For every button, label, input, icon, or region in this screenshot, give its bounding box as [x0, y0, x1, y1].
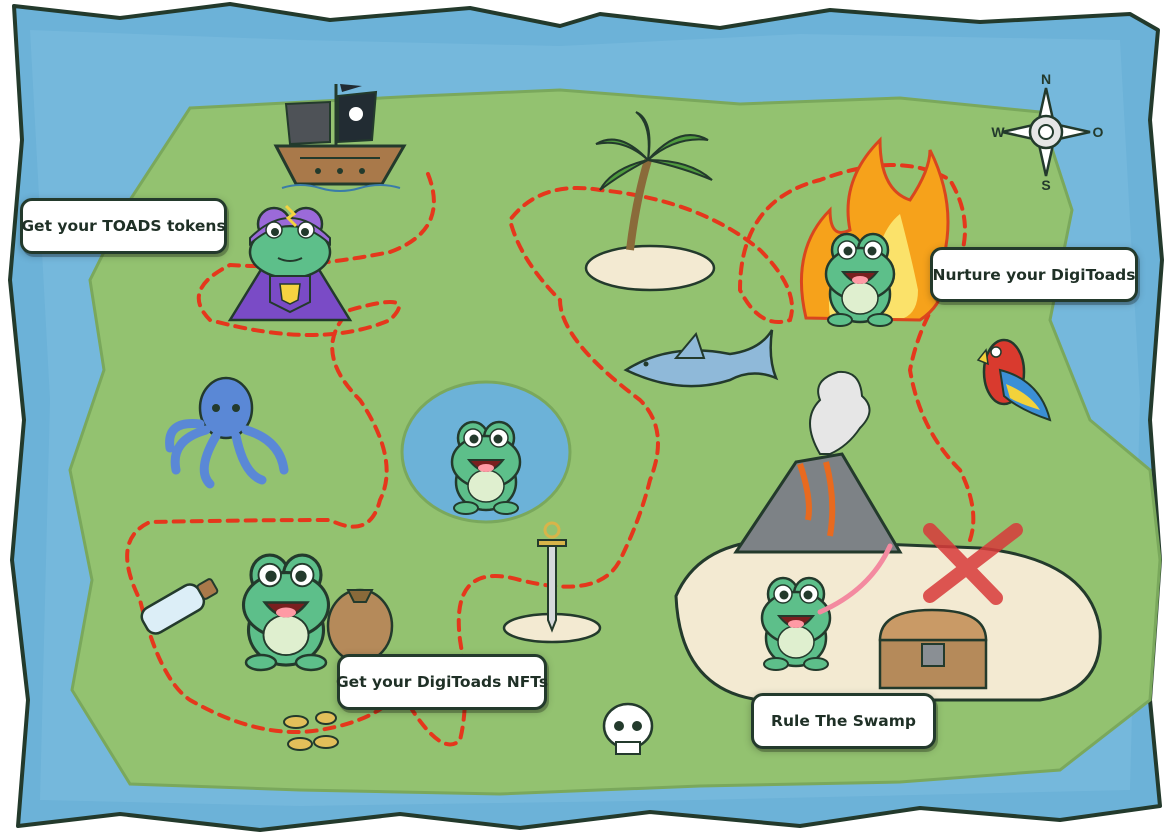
parrot-icon [976, 338, 1052, 422]
pirate-ship-icon [273, 84, 407, 192]
palm-island [584, 244, 716, 292]
treasure-path [125, 172, 436, 734]
treasure-chest-icon [878, 608, 988, 690]
compass-icon: N O W S [991, 71, 1103, 193]
pond-toad-icon [450, 420, 522, 516]
nft-toad-icon [241, 553, 331, 672]
swamp-king-toad-icon [760, 576, 832, 672]
volcano-icon [733, 370, 903, 554]
step-get-nfts-button[interactable]: Get your DigiToads NFTs [336, 654, 548, 710]
palm-tree-icon [595, 111, 713, 251]
money-bag-icon [326, 588, 394, 664]
sword-icon [537, 521, 567, 633]
step-rule-swamp-button[interactable]: Rule The Swamp [751, 693, 936, 749]
compass-west: W [991, 124, 1005, 140]
octopus-icon [165, 376, 289, 489]
compass-north: N [1041, 71, 1051, 87]
step-get-toads-tokens-button[interactable]: Get your TOADS tokens [20, 198, 227, 254]
purple-hero-toad-icon [227, 204, 353, 322]
shark-icon [623, 329, 779, 388]
treasure-x-mark [923, 523, 1023, 605]
compass-south: S [1041, 177, 1050, 193]
compass-east: O [1093, 124, 1104, 140]
coins-icon [283, 711, 339, 751]
bottle-icon [140, 578, 219, 635]
step-nurture-digitoads-button[interactable]: Nurture your DigiToads [930, 247, 1138, 302]
toad-in-fire-icon [824, 232, 896, 328]
skull-icon [602, 702, 654, 755]
